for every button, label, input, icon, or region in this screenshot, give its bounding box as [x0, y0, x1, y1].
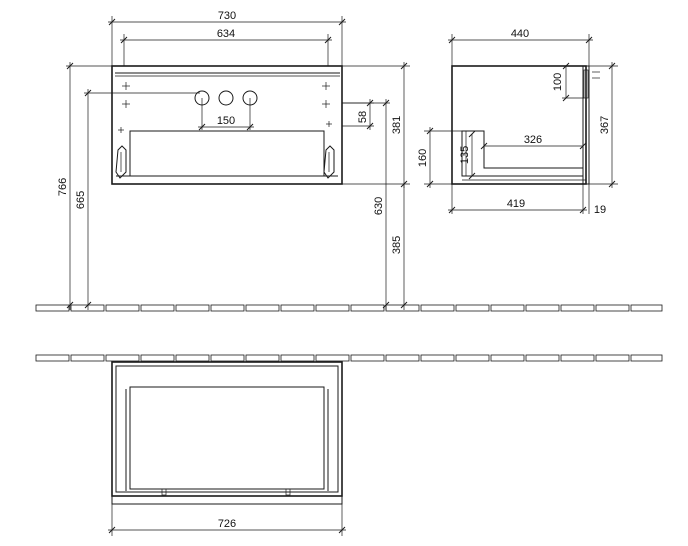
dim-19: 19 [594, 204, 606, 216]
floor-tile [490, 354, 525, 362]
floor-tile [140, 304, 175, 312]
front-cabinet-outline [111, 65, 343, 185]
side-back-panel [582, 65, 590, 185]
dim-665: 665 [75, 191, 87, 209]
side-drawer-body [461, 130, 584, 177]
floor-tile [420, 304, 455, 312]
dim-726: 726 [218, 518, 236, 530]
floor-tile [455, 354, 490, 362]
floor-tile [455, 304, 490, 312]
floor-tile [560, 304, 595, 312]
floor-tile [210, 354, 245, 362]
floor-tile [70, 354, 105, 362]
top-view: 726 [108, 361, 346, 536]
dim-135: 135 [459, 146, 471, 164]
floor-tile [280, 354, 315, 362]
floor-tile [385, 354, 420, 362]
floor-tile [245, 304, 280, 312]
floor-tile [630, 354, 663, 362]
front-view: 730 634 150 58 381 630 [57, 10, 410, 310]
top-cabinet-outline [111, 361, 343, 497]
dim-150: 150 [217, 115, 235, 127]
dim-385: 385 [391, 236, 403, 254]
dim-381: 381 [391, 116, 403, 134]
dim-160: 160 [417, 149, 429, 167]
side-view: 440 100 367 326 160 135 [417, 28, 618, 216]
dim-766: 766 [57, 178, 69, 196]
floor-tile [595, 304, 630, 312]
top-inner-outline [115, 365, 339, 493]
floor-tile [595, 354, 630, 362]
left-slide-hardware [115, 145, 127, 179]
floor-tile [245, 354, 280, 362]
right-slide-hardware [323, 145, 335, 179]
dim-440: 440 [511, 28, 529, 40]
floor-tile [35, 304, 70, 312]
dim-419: 419 [507, 198, 525, 210]
top-drawer-outline [129, 386, 325, 490]
floor-tile [280, 304, 315, 312]
dim-100: 100 [552, 73, 564, 91]
floor-tile [350, 354, 385, 362]
floor-tile [315, 304, 350, 312]
top-front-panel [111, 495, 343, 505]
dim-634: 634 [217, 28, 235, 40]
floor-tile [35, 354, 70, 362]
side-cabinet-outline [451, 65, 587, 185]
dim-58: 58 [357, 111, 369, 123]
floor-tile [105, 354, 140, 362]
dim-326: 326 [524, 134, 542, 146]
floor-tile [525, 354, 560, 362]
floor-tile [210, 304, 245, 312]
floor-tile [350, 304, 385, 312]
dim-730: 730 [218, 10, 236, 22]
floor-tile [490, 304, 525, 312]
front-drawer-outline [129, 130, 325, 177]
dim-367: 367 [599, 116, 611, 134]
floor-tile [315, 354, 350, 362]
floor-strip-upper [35, 304, 663, 312]
floor-tile [140, 354, 175, 362]
floor-tile [630, 304, 663, 312]
floor-tile [420, 354, 455, 362]
floor-strip-lower [35, 354, 663, 362]
floor-tile [105, 304, 140, 312]
floor-tile [525, 304, 560, 312]
floor-tile [175, 354, 210, 362]
dim-630: 630 [373, 197, 385, 215]
pipe-hole-center [218, 90, 234, 106]
mounting-marks [118, 82, 332, 133]
floor-tile [560, 354, 595, 362]
floor-tile [175, 304, 210, 312]
